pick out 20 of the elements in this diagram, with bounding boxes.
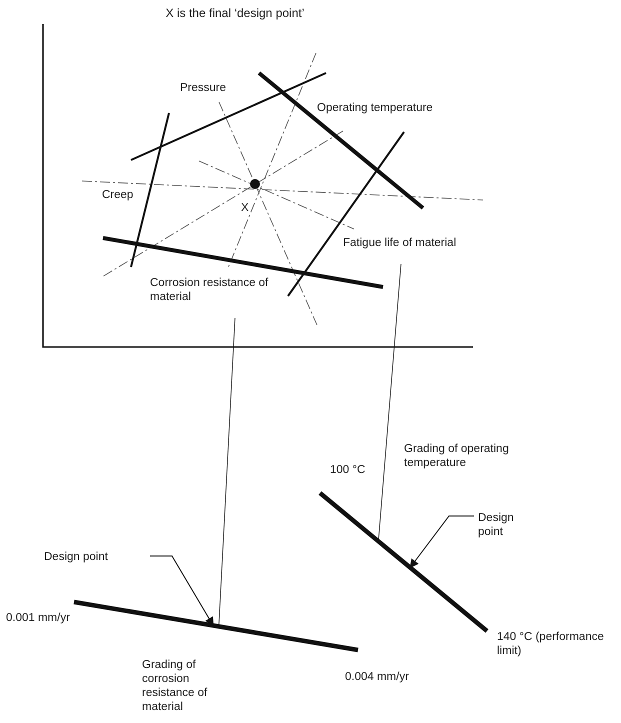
scale-caption: 0.001 mm/yr: [6, 611, 70, 625]
leader-arrow: [410, 516, 474, 568]
design-point-label: Design point: [478, 511, 524, 539]
text-label: Fatigue life of material: [343, 236, 456, 250]
text-label: X: [241, 201, 249, 215]
design-point-label: Design point: [44, 550, 116, 564]
text-label: Pressure: [180, 81, 226, 95]
scale-caption: 140 °C (performance limit): [497, 630, 605, 658]
text-label: Operating temperature: [317, 101, 433, 115]
scale-caption: Grading of corrosion resistance of material: [142, 658, 208, 714]
text-label: Corrosion resistance of material: [150, 276, 270, 304]
scale-caption: 100 °C: [330, 463, 366, 477]
grading-scale-line: [74, 600, 358, 652]
projection-line: [218, 318, 236, 627]
projection-line: [378, 264, 402, 542]
text-label: Creep: [102, 188, 134, 202]
leader-arrow: [150, 556, 214, 626]
scale-caption: 0.004 mm/yr: [345, 670, 409, 684]
chart-title: X is the final ‘design point’: [164, 6, 306, 20]
scale-caption: Grading of operating temperature: [404, 442, 510, 470]
